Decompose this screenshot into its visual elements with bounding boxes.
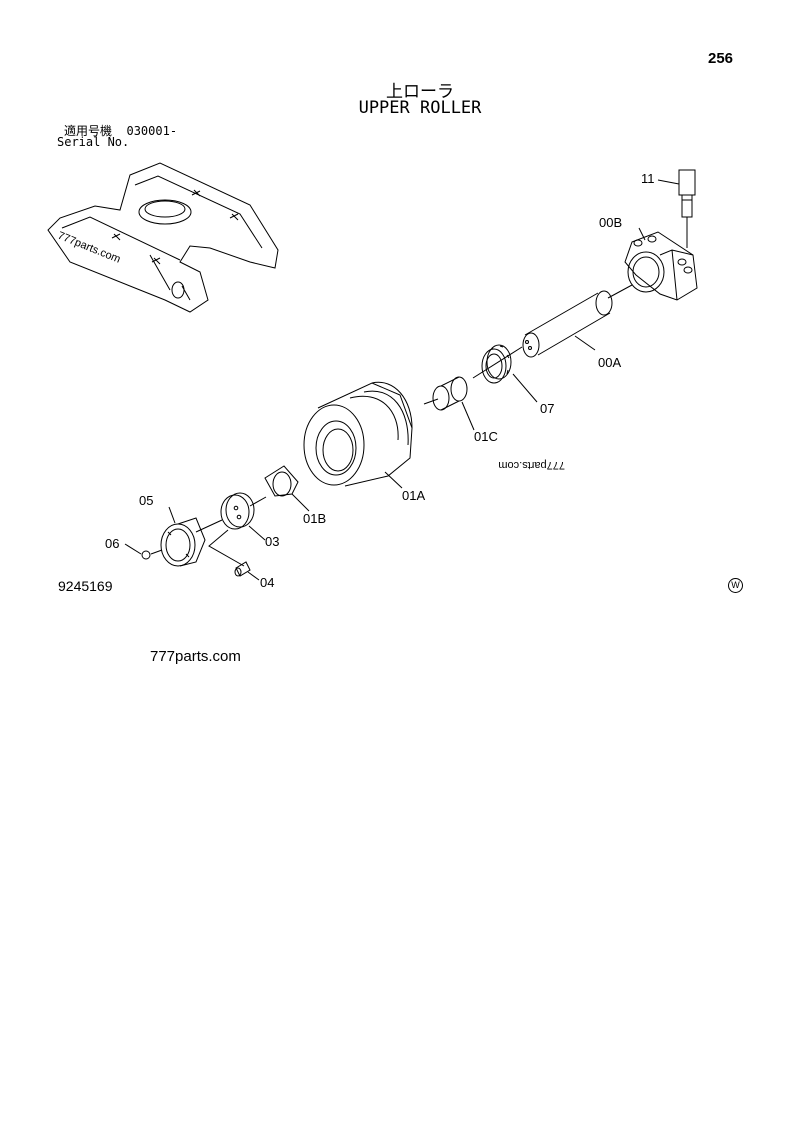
watermark-text-inset: 777parts.com: [56, 230, 122, 266]
screw-04: [234, 561, 251, 577]
bracket-00b: [624, 231, 698, 301]
part-label-11: 11: [641, 171, 655, 186]
serial-jp-text: 適用号機: [64, 124, 113, 138]
part-label-06: 06: [105, 536, 119, 551]
serial-value: 030001-: [126, 124, 178, 138]
cover-05: [160, 517, 206, 567]
plug-06: [141, 550, 151, 560]
watermark-text-center: 777parts.com: [498, 459, 565, 471]
part-label-07: 07: [540, 401, 554, 416]
seal-07: [481, 344, 512, 384]
serial-label-en: Serial No.: [57, 135, 130, 149]
part-label-03: 03: [265, 534, 279, 549]
figure-number: 9245169: [58, 578, 113, 594]
part-label-01a: 01A: [402, 488, 425, 503]
part-label-05: 05: [139, 493, 153, 508]
part-label-00b: 00B: [599, 215, 622, 230]
page-number: 256: [708, 50, 734, 67]
collar-01b: [264, 465, 299, 497]
plate-03: [220, 492, 255, 530]
assembly-axis-lines: [124, 179, 680, 581]
shaft-00a: [522, 290, 613, 358]
page-title-en: UPPER ROLLER: [358, 98, 482, 118]
part-label-00a: 00A: [598, 355, 621, 370]
part-label-04: 04: [260, 575, 274, 590]
bushing-01c: [432, 376, 468, 411]
serial-label-jp: 適用号機 030001-: [64, 122, 177, 139]
bolt-11: [678, 169, 696, 248]
roller-01a: [303, 381, 413, 487]
part-label-01b: 01B: [303, 511, 326, 526]
track-frame-inset: [47, 162, 279, 313]
page-title-jp: 上ローラ: [386, 82, 454, 102]
site-footer-text: 777parts.com: [150, 648, 241, 665]
part-label-01c: 01C: [474, 429, 498, 444]
w-circle-mark: W: [728, 578, 743, 593]
